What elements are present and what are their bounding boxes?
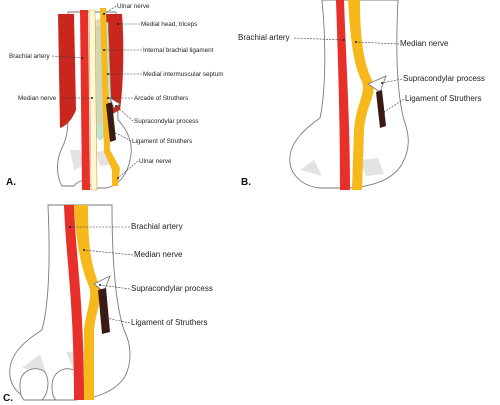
- panel-a-brachial-artery: [80, 10, 90, 190]
- panel-b-ligament-of-struthers: [376, 90, 386, 128]
- panel-b-label-supracondylar-process: Supracondylar process: [403, 74, 485, 83]
- panel-c-brachial-artery: [64, 205, 84, 400]
- panel-a-label-brachial-artery: Brachial artery: [9, 53, 50, 60]
- panel-a-letter: A.: [6, 177, 16, 188]
- panel-a-label-medial-head-triceps: Medial head, triceps: [141, 21, 197, 28]
- panel-a-median-nerve: [88, 9, 98, 191]
- panel-c-label-brachial-artery: Brachial artery: [131, 222, 183, 231]
- panel-a-triceps-left: [58, 14, 76, 128]
- panel-a-label-median-nerve: Median nerve: [18, 95, 57, 102]
- panel-a-label-ulnar-nerve-top: Ulnar nerve: [117, 3, 150, 10]
- panel-b-leaders: [293, 37, 405, 113]
- panel-b-humerus: [289, 0, 409, 189]
- panel-b: Brachial artery Median nerve Supracondyl…: [238, 0, 485, 190]
- panel-b-condyle-shade: [300, 158, 384, 176]
- panel-c: Brachial artery Median nerve Supracondyl…: [3, 204, 213, 404]
- panel-b-letter: B.: [241, 177, 251, 188]
- panel-a-label-arcade-of-struthers: Arcade of Struthers: [134, 95, 188, 102]
- panel-c-median-nerve: [74, 205, 101, 400]
- panel-a-label-supracondylar-process: Supracondylar process: [134, 118, 198, 125]
- panel-b-label-median-nerve: Median nerve: [400, 39, 449, 48]
- panel-c-supracondylar-process: [93, 275, 111, 293]
- panel-c-condyle-left: [19, 368, 49, 401]
- panel-a: Ulnar nerve Medial head, triceps Brachia…: [6, 3, 224, 191]
- panel-a-ulnar-nerve: [100, 8, 120, 186]
- panel-b-supracondylar-process: [367, 75, 387, 93]
- panel-a-condyle-shade: [70, 150, 116, 170]
- panel-b-label-brachial-artery: Brachial artery: [238, 33, 290, 42]
- panel-c-letter: C.: [3, 393, 13, 404]
- panel-a-label-ulnar-nerve-bottom: Ulnar nerve: [139, 158, 172, 165]
- panel-b-median-nerve: [348, 0, 374, 190]
- panel-c-leaders: [69, 226, 134, 324]
- panel-c-label-median-nerve: Median nerve: [134, 250, 183, 259]
- panel-a-label-medial-intermuscular-septum: Medial intermuscular septum: [143, 71, 224, 78]
- panel-a-label-ligament-of-struthers: Ligament of Struthers: [132, 138, 192, 145]
- panel-c-label-supracondylar-process: Supracondylar process: [131, 284, 213, 293]
- panel-a-label-internal-brachial-ligament: Internal brachial ligament: [143, 47, 214, 54]
- panel-c-ligament-of-struthers: [98, 288, 110, 334]
- panel-b-brachial-artery: [336, 0, 350, 190]
- panel-a-leaders: [51, 5, 142, 179]
- panel-b-label-ligament-of-struthers: Ligament of Struthers: [405, 94, 481, 103]
- panel-c-label-ligament-of-struthers: Ligament of Struthers: [131, 318, 207, 327]
